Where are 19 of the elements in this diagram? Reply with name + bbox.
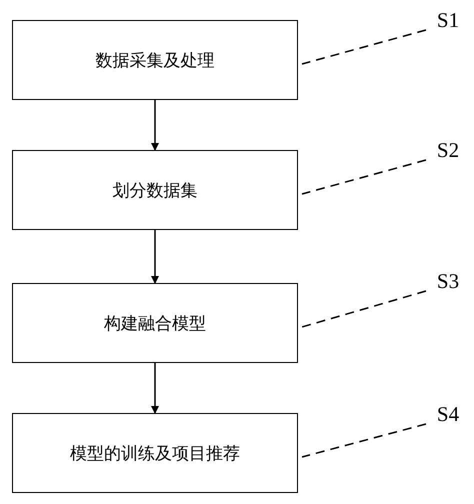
leader-line [302,423,426,458]
arrow [151,100,159,151]
box-text: 构建融合模型 [104,312,206,334]
box-text: 模型的训练及项目推荐 [70,442,240,464]
process-box [12,20,298,100]
step-label: S1 [430,6,466,34]
process-box [12,413,298,493]
process-box [12,150,298,230]
box-text: 划分数据集 [112,180,198,202]
leader-line [302,290,426,328]
arrow [151,230,159,284]
step-label: S2 [430,136,466,164]
box-text: 数据采集及处理 [96,50,214,72]
step-label: S4 [430,400,466,428]
leader-line [302,159,426,195]
arrow [151,363,159,414]
step-label: S3 [430,267,466,295]
process-box [12,283,298,363]
leader-line [302,29,426,65]
